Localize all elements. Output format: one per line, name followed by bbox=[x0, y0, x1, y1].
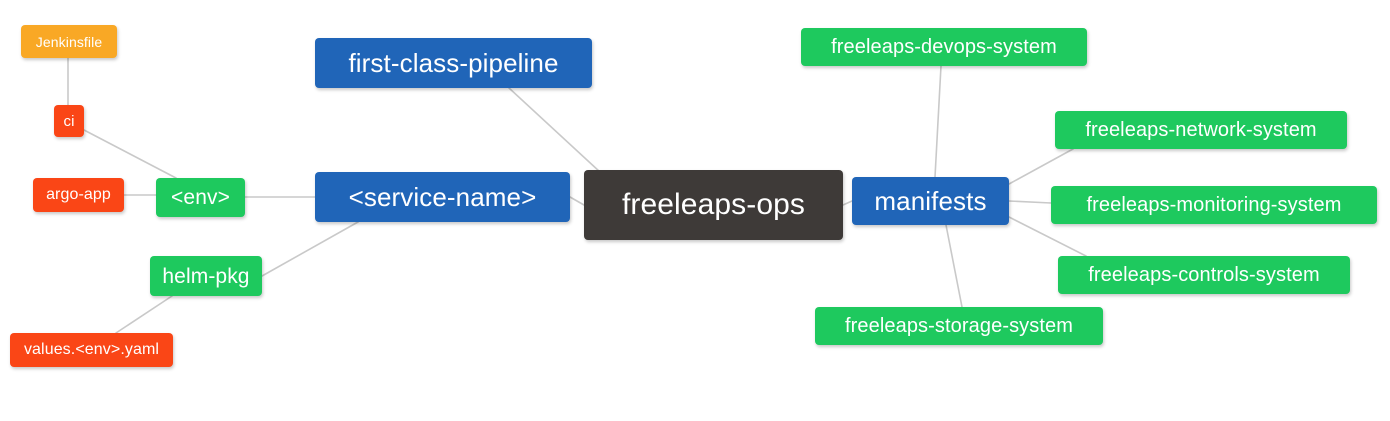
node-freeleaps-ops[interactable]: freeleaps-ops bbox=[584, 170, 843, 240]
edge-helm-pkg-to-values-env-yaml bbox=[115, 295, 173, 334]
node-label-manifests: manifests bbox=[874, 186, 987, 216]
edge-manifests-to-freeleaps-devops-system bbox=[934, 65, 942, 178]
node-first-class-pipeline[interactable]: first-class-pipeline bbox=[315, 38, 592, 88]
node-label-service-name: <service-name> bbox=[348, 182, 537, 212]
edge-manifests-to-freeleaps-storage-system bbox=[945, 224, 963, 308]
node-freeleaps-devops-system[interactable]: freeleaps-devops-system bbox=[801, 28, 1087, 66]
edge-manifests-to-freeleaps-monitoring-system bbox=[1008, 200, 1052, 204]
edge-freeleaps-ops-to-manifests bbox=[842, 200, 853, 206]
node-freeleaps-controls-system[interactable]: freeleaps-controls-system bbox=[1058, 256, 1350, 294]
node-label-env: <env> bbox=[171, 186, 230, 209]
node-label-freeleaps-devops-system: freeleaps-devops-system bbox=[831, 36, 1057, 58]
node-label-first-class-pipeline: first-class-pipeline bbox=[348, 48, 559, 78]
node-values-env-yaml[interactable]: values.<env>.yaml bbox=[10, 333, 173, 367]
node-label-freeleaps-controls-system: freeleaps-controls-system bbox=[1088, 264, 1320, 286]
node-helm-pkg[interactable]: helm-pkg bbox=[150, 256, 262, 296]
node-service-name[interactable]: <service-name> bbox=[315, 172, 570, 222]
node-freeleaps-network-system[interactable]: freeleaps-network-system bbox=[1055, 111, 1347, 149]
node-label-jenkinsfile: Jenkinsfile bbox=[35, 33, 103, 50]
node-argo-app[interactable]: argo-app bbox=[33, 178, 124, 212]
edge-freeleaps-ops-to-first-class-pipeline bbox=[508, 87, 601, 173]
edge-manifests-to-freeleaps-network-system bbox=[1008, 148, 1074, 185]
node-freeleaps-storage-system[interactable]: freeleaps-storage-system bbox=[815, 307, 1103, 345]
node-label-argo-app: argo-app bbox=[46, 186, 111, 203]
node-manifests[interactable]: manifests bbox=[852, 177, 1009, 225]
node-env[interactable]: <env> bbox=[156, 178, 245, 217]
edge-freeleaps-ops-to-service-name bbox=[569, 196, 585, 206]
node-label-freeleaps-network-system: freeleaps-network-system bbox=[1085, 119, 1317, 141]
node-label-values-env-yaml: values.<env>.yaml bbox=[23, 341, 160, 358]
edge-service-name-to-helm-pkg bbox=[261, 221, 359, 277]
node-label-ci: ci bbox=[63, 112, 75, 130]
edge-env-to-ci bbox=[83, 129, 177, 179]
node-label-freeleaps-ops: freeleaps-ops bbox=[621, 188, 806, 221]
node-jenkinsfile[interactable]: Jenkinsfile bbox=[21, 25, 117, 58]
node-label-freeleaps-storage-system: freeleaps-storage-system bbox=[844, 315, 1074, 337]
node-label-freeleaps-monitoring-system: freeleaps-monitoring-system bbox=[1086, 194, 1342, 216]
node-ci[interactable]: ci bbox=[54, 105, 84, 137]
node-label-helm-pkg: helm-pkg bbox=[162, 264, 250, 288]
node-freeleaps-monitoring-system[interactable]: freeleaps-monitoring-system bbox=[1051, 186, 1377, 224]
